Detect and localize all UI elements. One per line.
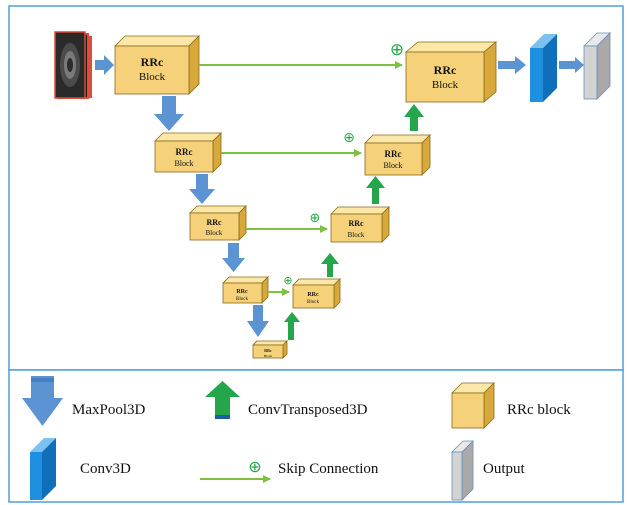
block-label-subtitle: Block (348, 231, 365, 239)
legend-skip-label: Skip Connection (278, 461, 379, 477)
input-arrow (95, 55, 114, 75)
to-output-arrow (559, 57, 584, 73)
legend-rrc-block-icon (451, 382, 495, 429)
legend-conv3d-icon (30, 438, 56, 500)
rrc-block-enc4: RRc Block (222, 276, 269, 304)
legend-convtransposed-label: ConvTransposed3D (248, 402, 368, 418)
convtransposed-arrow-1 (284, 312, 300, 340)
block-label-subtitle: Block (264, 354, 273, 358)
rrc-block-enc3: RRc Block (189, 205, 247, 241)
rrc-block-dec1: RRc Block (404, 41, 498, 103)
legend-maxpool-label: MaxPool3D (72, 402, 146, 418)
block-label-title: RRc (348, 219, 364, 228)
legend-convtransposed-icon (205, 381, 240, 419)
convtransposed-arrow-2 (321, 253, 339, 277)
block-label-subtitle: Block (307, 300, 319, 305)
block-label-title: RRc (176, 147, 193, 157)
legend-output-label: Output (483, 461, 526, 477)
maxpool-arrow-4 (247, 305, 269, 337)
maxpool-arrow-3 (222, 243, 245, 272)
legend-conv3d-label: Conv3D (80, 461, 131, 477)
block-label-subtitle: Block (206, 229, 223, 237)
block-label-title: RRc (236, 289, 248, 295)
input-volume-icon (54, 31, 92, 99)
block-label-subtitle: Block (432, 79, 459, 91)
block-label-title: RRc (141, 55, 164, 69)
rrc-block-dec4: RRc Block (292, 278, 341, 309)
block-label-title: RRc (307, 292, 319, 298)
legend-convtransposed-icon-band (215, 415, 230, 419)
skip-symbol-2: ⊕ (343, 130, 355, 146)
maxpool-arrow-2 (189, 174, 215, 204)
block-label-title: RRc (385, 149, 402, 159)
maxpool-arrow-1 (154, 96, 184, 131)
block-label-subtitle: Block (174, 159, 193, 168)
block-label-title: RRc (206, 218, 222, 227)
to-conv3d-arrow (498, 56, 526, 74)
block-label-subtitle: Block (236, 297, 248, 302)
rrc-block-enc1: RRc Block (114, 35, 200, 95)
legend-rrc-block-label: RRc block (507, 402, 571, 418)
skip-symbol-3: ⊕ (310, 211, 321, 226)
convtransposed-arrow-3 (366, 176, 385, 204)
block-label-subtitle: Block (383, 161, 402, 170)
legend-maxpool-icon-band (31, 378, 54, 382)
legend-skip-symbol: ⊕ (248, 457, 261, 476)
legend-maxpool-icon (22, 376, 63, 426)
rrc-block-bottleneck: RRc Block (252, 340, 288, 359)
rrc-block-dec2: RRc Block (364, 134, 431, 176)
convtransposed-arrow-4 (404, 104, 424, 131)
output-layer (583, 32, 611, 100)
legend-output-icon (451, 440, 474, 501)
skip-symbol-1: ⊕ (390, 40, 404, 60)
block-label-title: RRc (434, 63, 457, 77)
block-label-title: RRc (264, 348, 272, 353)
conv3d-layer (530, 34, 557, 102)
legend-frame (8, 369, 624, 503)
block-label-subtitle: Block (139, 71, 166, 83)
rrc-block-dec3: RRc Block (330, 206, 390, 243)
skip-symbol-4: ⊕ (283, 274, 292, 287)
rrc-block-enc2: RRc Block (154, 132, 222, 173)
